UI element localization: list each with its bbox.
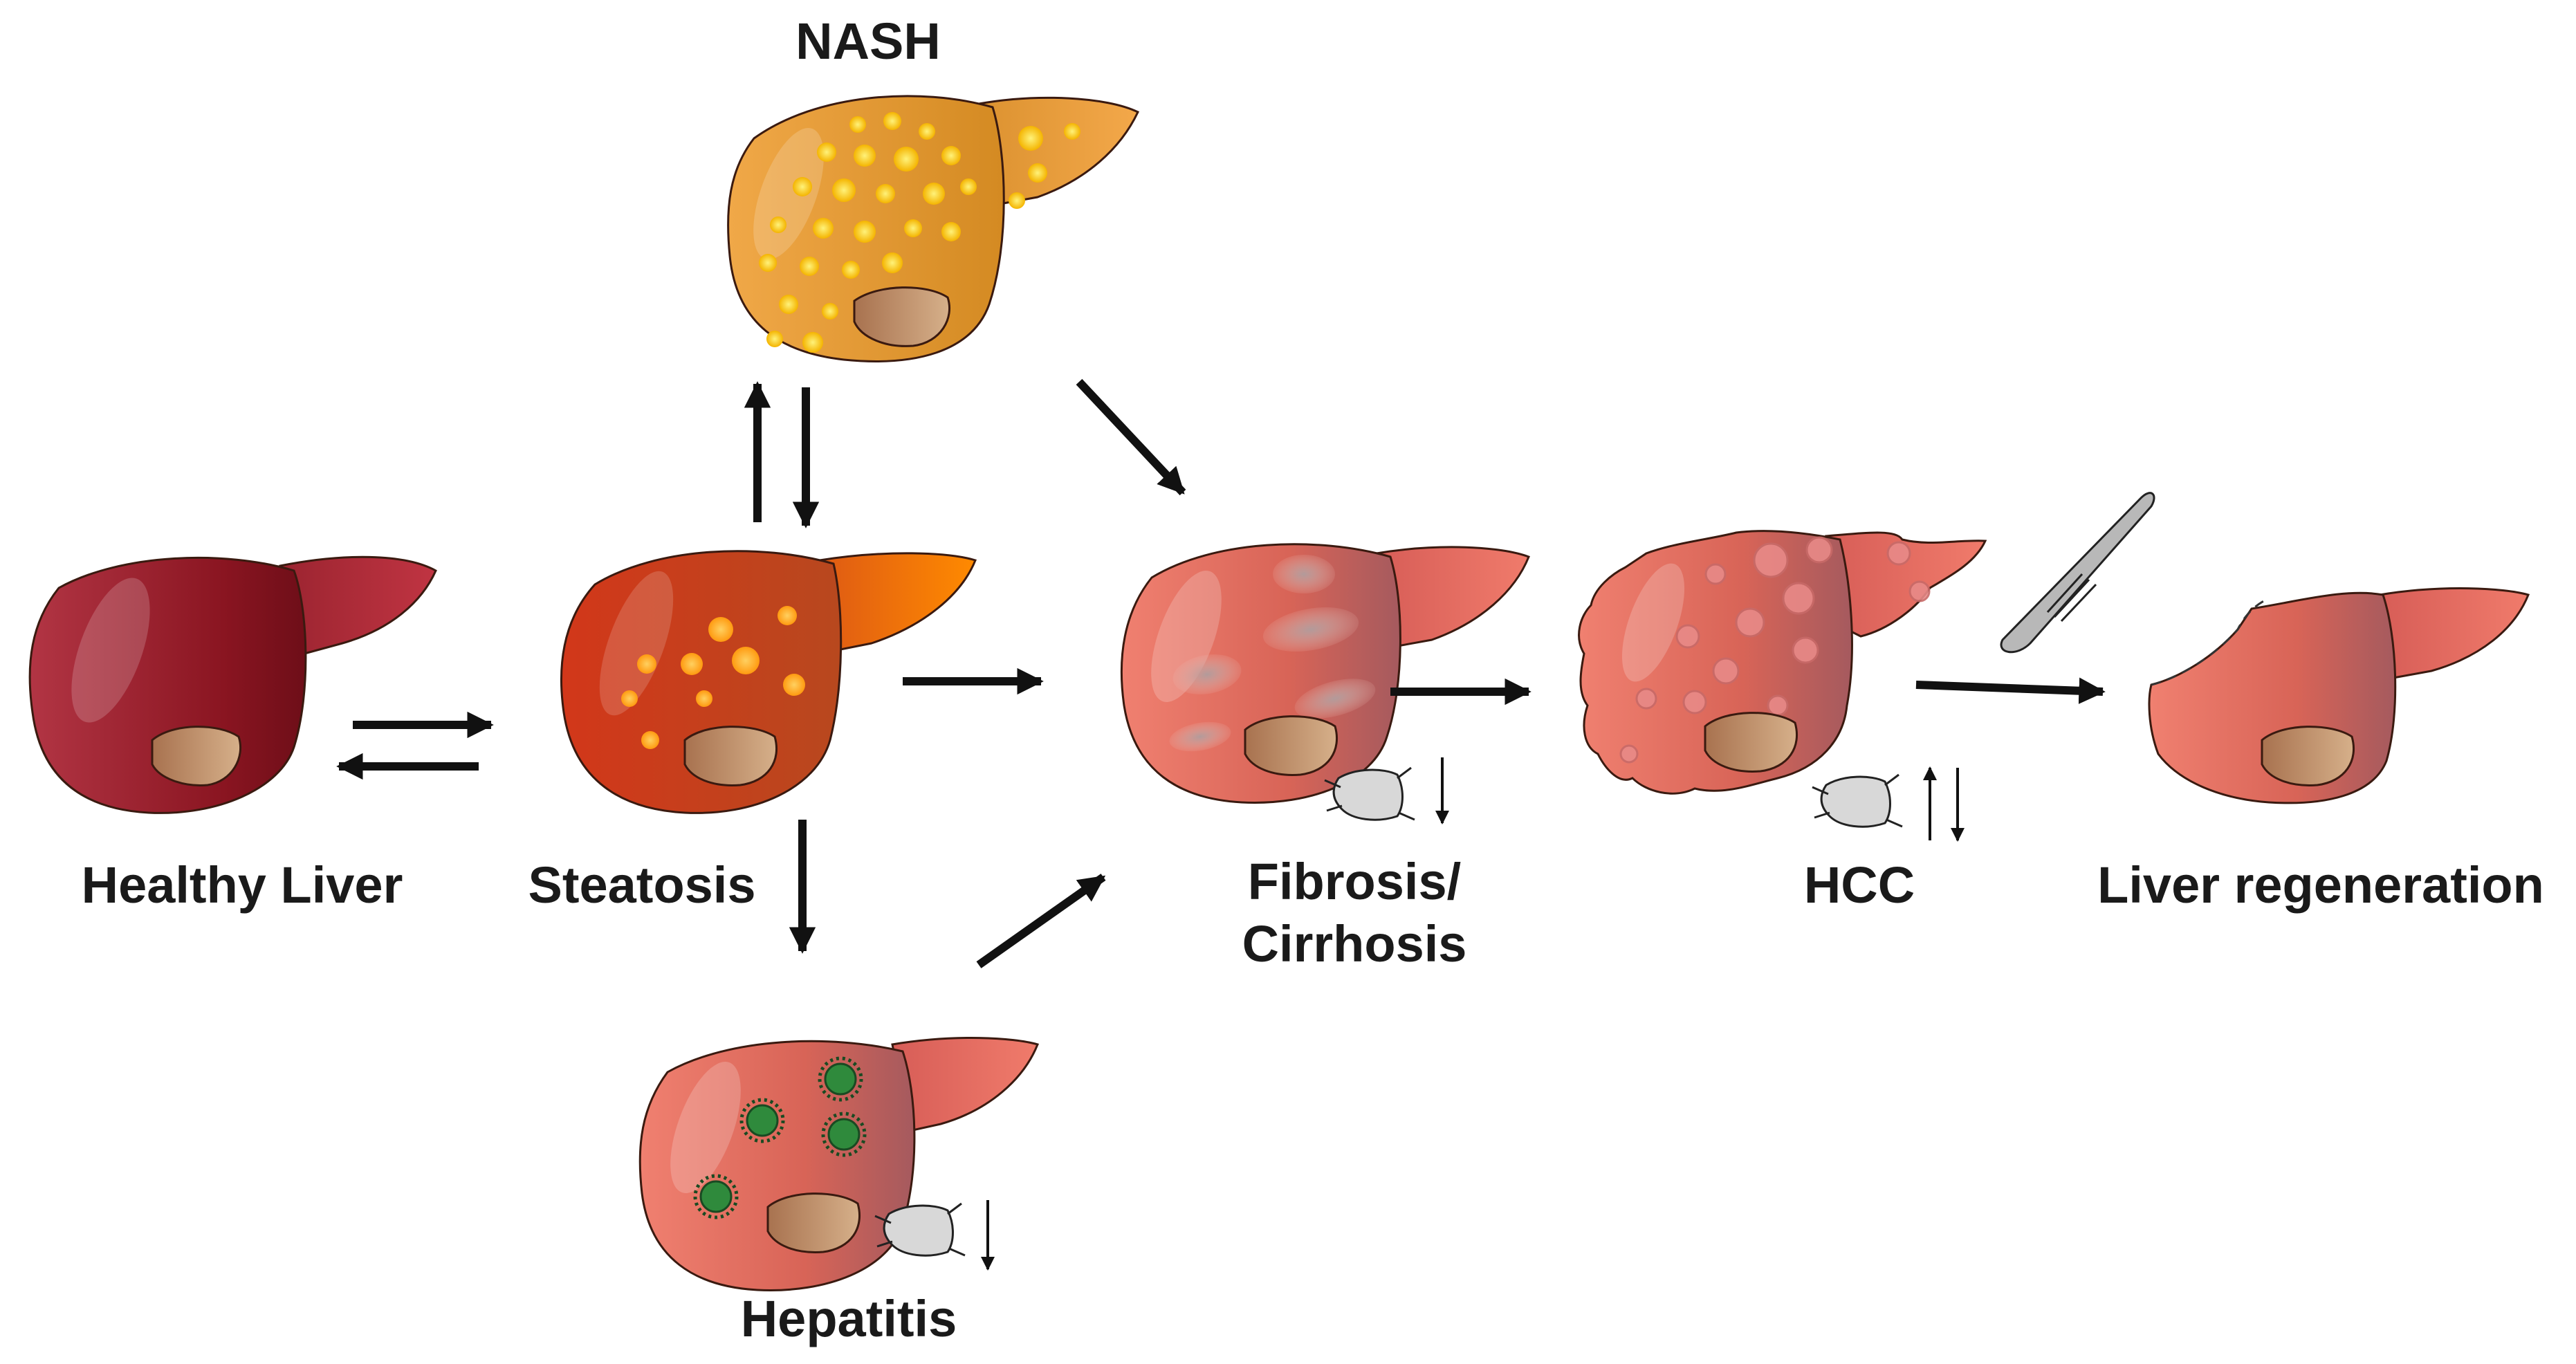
hcc-liver-illustration [1578, 530, 1987, 795]
label-liver-regeneration: Liver regeneration [2097, 856, 2544, 914]
blood-vessel-icon [1324, 766, 1415, 821]
scalpel-icon [2000, 492, 2155, 654]
label-hepatitis: Hepatitis [741, 1290, 957, 1347]
label-fibrosis: Fibrosis/ [1248, 853, 1461, 910]
arrow-hepatitis-to-fibrosis [976, 874, 1106, 968]
fibrosis-liver-illustration [1120, 543, 1530, 804]
blood-vessel-icon [874, 1202, 966, 1257]
nash-liver-illustration [727, 95, 1139, 362]
hepatitis-liver-illustration [638, 1037, 1040, 1291]
virus-icon [699, 1062, 861, 1213]
healthy-liver-illustration [28, 555, 437, 814]
fat-droplets [759, 112, 1080, 353]
label-hcc: HCC [1804, 856, 1915, 914]
label-healthy-liver: Healthy Liver [82, 856, 403, 914]
fat-droplets [621, 606, 805, 749]
blood-vessel-icon [1812, 773, 1903, 828]
label-cirrhosis: Cirrhosis [1242, 915, 1467, 973]
tumor-nodules [1619, 536, 1931, 764]
arrow-hcc-to-regeneration [1915, 677, 2106, 704]
process-arrows [336, 378, 2106, 968]
steatosis-liver-illustration [560, 550, 977, 814]
regenerated-liver-illustration [2148, 587, 2530, 804]
label-nash: NASH [795, 12, 941, 70]
label-steatosis: Steatosis [528, 856, 755, 914]
virus-spikes [693, 1056, 867, 1219]
fibrotic-lesions [1169, 555, 1376, 752]
arrow-nash-to-fibrosis [1076, 378, 1186, 496]
